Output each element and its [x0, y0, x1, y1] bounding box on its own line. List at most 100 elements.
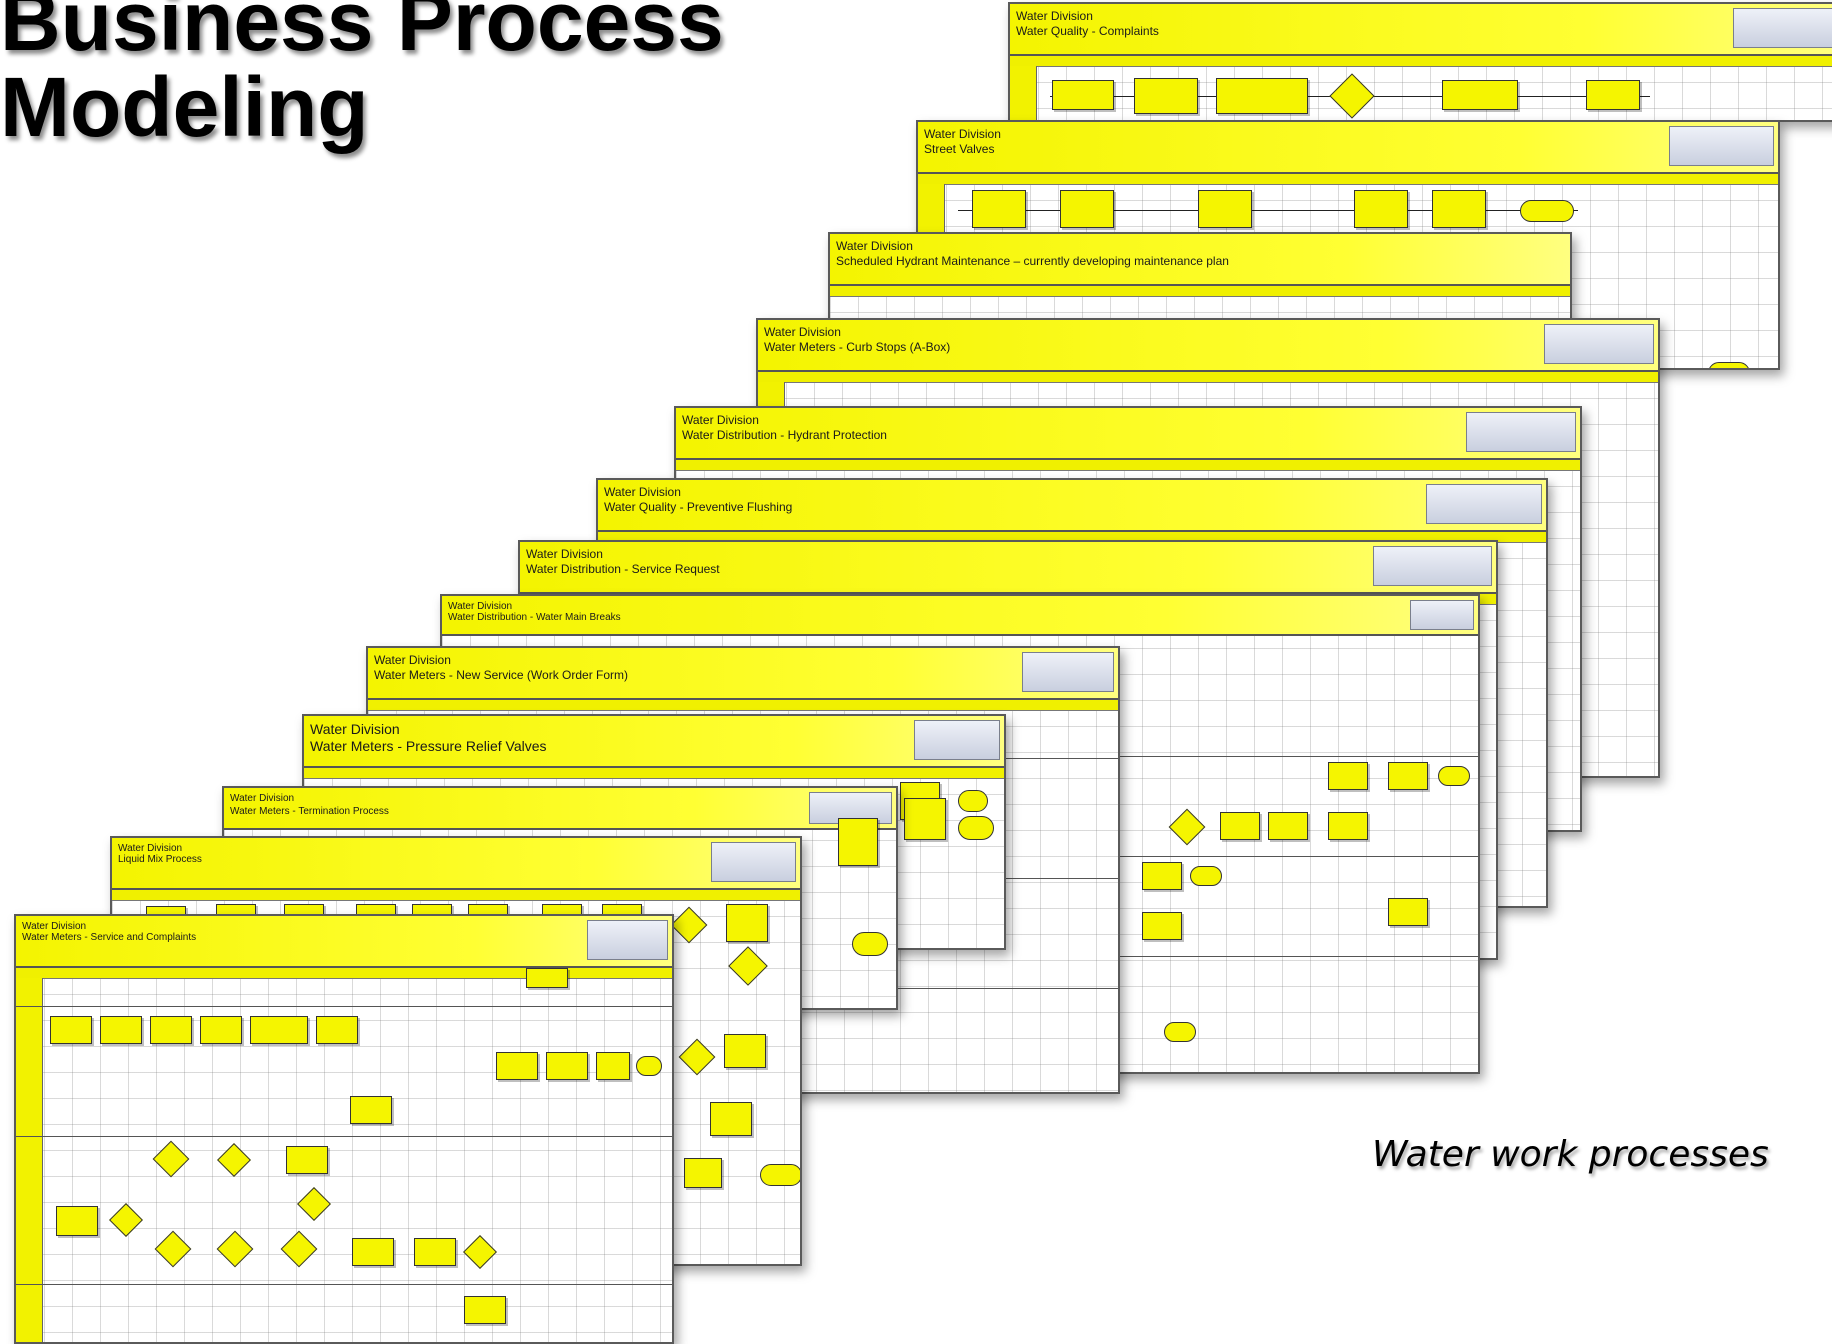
process-step — [286, 1146, 328, 1174]
swimlane-divider — [16, 1006, 672, 1007]
end-terminal — [958, 790, 988, 812]
diagram-band — [758, 372, 1658, 383]
diagram-band — [676, 460, 1580, 471]
diagram-logo — [1022, 652, 1114, 692]
process-step — [904, 798, 946, 840]
diagram-process-name: Water Meters - Service and Complaints — [22, 932, 197, 943]
diagram-process-name: Water Quality - Complaints — [1016, 24, 1159, 38]
process-step — [1060, 190, 1114, 228]
diagram-division: Water Division — [310, 721, 400, 737]
diagram-logo — [914, 720, 1000, 760]
process-step — [1134, 78, 1198, 114]
diagram-division: Water Division — [1016, 9, 1093, 23]
decision-node — [728, 946, 768, 986]
swimlane-divider — [16, 1136, 672, 1137]
process-step — [1388, 762, 1428, 790]
diagram-division: Water Division — [924, 127, 1001, 141]
diagram-division: Water Division — [118, 843, 183, 854]
process-step — [1216, 78, 1308, 114]
process-step — [526, 968, 568, 988]
diagram-division: Water Division — [836, 239, 913, 253]
process-step — [316, 1016, 358, 1044]
diagram-band — [368, 700, 1118, 711]
end-terminal — [760, 1164, 800, 1186]
diagram-division: Water Division — [230, 793, 295, 804]
process-step — [496, 1052, 538, 1080]
diagram-logo — [587, 920, 668, 960]
diagram-logo — [1372, 546, 1492, 586]
end-terminal — [1190, 866, 1222, 886]
diagram-process-name: Water Meters - Pressure Relief Valves — [310, 738, 547, 754]
process-step — [1142, 912, 1182, 940]
diagram-process-name: Scheduled Hydrant Maintenance – currentl… — [836, 254, 1229, 268]
diagram-logo — [1544, 324, 1654, 364]
diagram-band — [304, 768, 1004, 779]
decision-node — [216, 1230, 254, 1268]
diagram-logo — [1409, 600, 1474, 630]
diagram-process-name: Water Quality - Preventive Flushing — [604, 500, 793, 514]
flow-connector — [958, 210, 1578, 211]
process-step — [200, 1016, 242, 1044]
process-step — [1268, 812, 1308, 840]
diagram-division: Water Division — [682, 413, 759, 427]
slide-caption: Water work processes — [1372, 1134, 1769, 1175]
decision-node — [463, 1235, 497, 1269]
decision-node — [678, 1038, 716, 1076]
process-step — [1354, 190, 1408, 228]
diagram-logo — [1732, 8, 1832, 48]
process-step — [724, 1034, 766, 1068]
diagram-band — [112, 890, 800, 901]
process-step — [1198, 190, 1252, 228]
process-step — [710, 1102, 752, 1136]
diagram-band — [1010, 56, 1832, 67]
decision-node — [109, 1203, 143, 1237]
end-terminal — [852, 932, 888, 956]
lane-header-column — [16, 978, 43, 1342]
process-step — [250, 1016, 308, 1044]
diagram-division: Water Division — [764, 325, 841, 339]
diagram-band — [16, 968, 672, 979]
diagram-process-name: Water Meters - Termination Process — [230, 806, 389, 817]
end-terminal — [636, 1056, 662, 1076]
diagram-logo — [1426, 484, 1542, 524]
decision-node — [670, 906, 708, 944]
diagram-logo — [1668, 126, 1774, 166]
decision-node — [280, 1230, 318, 1268]
diagram-process-name: Street Valves — [924, 142, 995, 156]
diagram-process-name: Water Meters - Curb Stops (A-Box) — [764, 340, 951, 354]
diagram-division: Water Division — [22, 921, 87, 932]
diagram-division: Water Division — [448, 601, 513, 612]
decision-node — [1329, 73, 1375, 119]
title-line-1: Business Process — [0, 0, 724, 68]
diagram-process-name: Liquid Mix Process — [118, 854, 202, 865]
lane-header-column — [1010, 66, 1037, 120]
end-terminal — [1708, 362, 1750, 368]
process-step — [596, 1052, 630, 1080]
process-step — [414, 1238, 456, 1266]
process-step — [972, 190, 1026, 228]
decision-node — [1168, 808, 1206, 846]
diagram-band — [918, 174, 1778, 185]
diagram-band — [830, 286, 1570, 297]
process-step — [1220, 812, 1260, 840]
process-step — [352, 1238, 394, 1266]
process-step — [684, 1158, 722, 1188]
diagram-division: Water Division — [374, 653, 451, 667]
decision-node — [152, 1140, 190, 1178]
process-step — [1388, 898, 1428, 926]
end-terminal — [1164, 1022, 1196, 1042]
diagram-process-name: Water Distribution - Hydrant Protection — [682, 428, 887, 442]
decision-node — [217, 1143, 251, 1177]
